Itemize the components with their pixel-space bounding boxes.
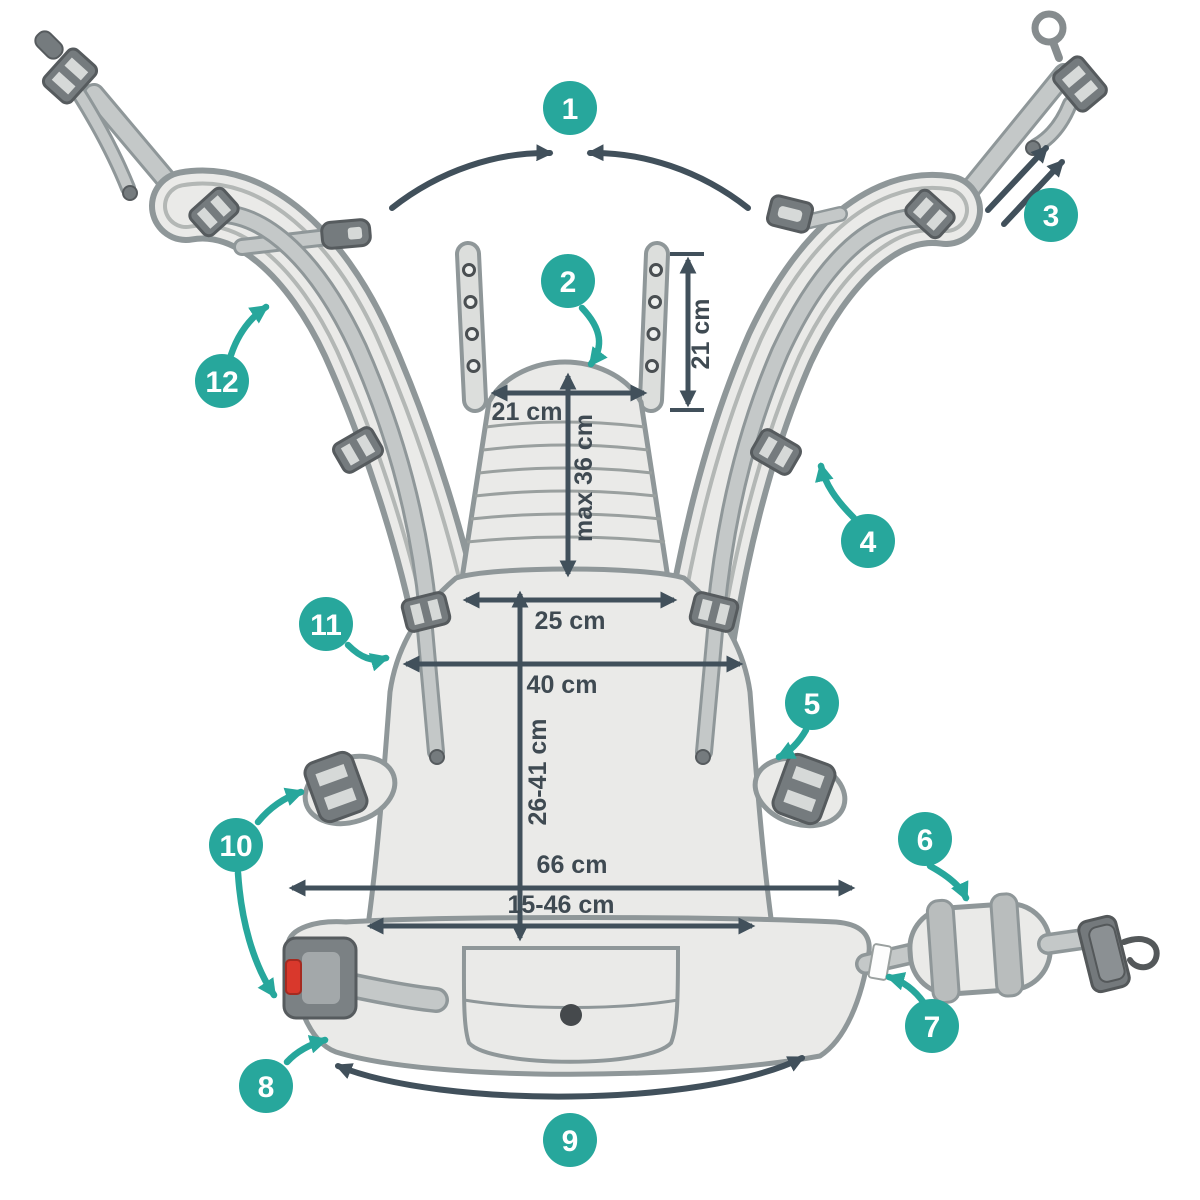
side-buckle-right	[771, 752, 837, 826]
callout-1-circle	[543, 81, 597, 135]
lumbar-extension	[855, 892, 1160, 1004]
callout-7-label: 7	[924, 1011, 941, 1044]
callout-1-label: 1	[562, 93, 579, 126]
dim-label-hood-top-width: 21 cm	[492, 398, 563, 426]
arrow-callout-4	[815, 462, 858, 522]
callout-12-label: 12	[205, 366, 238, 399]
dim-label-panel-width: 40 cm	[527, 671, 598, 699]
side-wing-right	[752, 752, 848, 829]
dim-label-waist-range: 15-46 cm	[507, 891, 614, 919]
waist-buckle	[282, 936, 449, 1020]
callout-5-circle	[785, 676, 839, 730]
snap-button	[466, 359, 481, 373]
left-strap-webbing	[200, 203, 445, 765]
callout-4-label: 4	[860, 526, 877, 559]
snap-button	[645, 359, 659, 373]
callout-3-label: 3	[1043, 200, 1060, 233]
arrow-callout-3-a	[985, 145, 1049, 213]
strap-end-cap	[695, 749, 711, 765]
arrow-callout-9	[334, 1055, 806, 1100]
callout-9-circle	[543, 1113, 597, 1167]
callout-8-circle	[239, 1059, 293, 1113]
chest-clip-right	[765, 194, 848, 234]
callout-7-circle	[905, 999, 959, 1053]
strap-end-cap	[429, 749, 445, 765]
dim-label-hood-height: max 36 cm	[570, 414, 598, 542]
arrow-callout-12	[227, 303, 270, 359]
callout-6-circle	[898, 812, 952, 866]
callout-9-label: 9	[562, 1125, 579, 1158]
arrow-callout-10-b	[234, 869, 278, 999]
callout-5-label: 5	[804, 688, 821, 721]
right-strap-webbing	[695, 207, 934, 765]
lumbar-pad	[907, 892, 1053, 1004]
callout-6-label: 6	[917, 824, 934, 857]
hood-strap-left	[455, 241, 488, 413]
strap-tip-fold	[34, 30, 64, 60]
callout-8-label: 8	[258, 1071, 275, 1104]
chest-buckle-male	[320, 218, 372, 250]
slate-annotation-arrows	[334, 144, 1065, 1100]
callout-2-circle	[541, 254, 595, 308]
callout-4-circle	[841, 514, 895, 568]
snap-button	[463, 295, 478, 309]
arrow-callout-8	[283, 1035, 329, 1066]
slider-buckle-top-right	[1052, 55, 1108, 113]
red-safety-button	[285, 959, 302, 995]
hood-strap-right	[638, 241, 670, 413]
dim-label-waist-length: 66 cm	[537, 851, 608, 879]
callout-11-label: 11	[310, 609, 342, 642]
arrow-callout-2	[578, 304, 608, 368]
arrow-callout-3-b	[1001, 159, 1065, 227]
teal-pointer-arrows	[227, 303, 970, 1066]
arrow-callout-6	[926, 862, 970, 902]
brand-tag	[867, 943, 893, 981]
chest-buckle-female	[765, 194, 815, 234]
side-buckle-left	[303, 750, 369, 824]
arrow-callout-1-left	[389, 144, 554, 211]
snap-button	[649, 263, 663, 277]
extension-hook	[1121, 936, 1160, 971]
side-wing-left	[302, 750, 398, 827]
dim-label-hood-strap-height: 21 cm	[687, 299, 715, 370]
extension-end-buckle	[1077, 914, 1131, 994]
strap-end-cap	[122, 185, 138, 201]
callout-10-circle	[209, 818, 263, 872]
callout-badges: 1 2 3 4 5 6 7 8 9 10 11 12	[195, 81, 1078, 1167]
slider-buckle-top-left	[41, 47, 99, 105]
snap-button	[646, 327, 661, 341]
callout-3-circle	[1024, 188, 1078, 242]
arrow-callout-7	[885, 972, 928, 1007]
snap-button	[462, 263, 476, 277]
snap-button	[465, 327, 479, 341]
callout-2-label: 2	[560, 266, 577, 299]
arrow-callout-10-a	[254, 787, 305, 826]
pocket-button	[560, 1004, 582, 1026]
dimension-arrows	[288, 252, 856, 942]
dim-label-panel-height: 26-41 cm	[524, 718, 552, 825]
belt-pocket	[461, 946, 681, 1064]
arrow-callout-1-right	[586, 144, 751, 211]
snap-button	[648, 295, 662, 309]
dim-label-seat-width: 25 cm	[535, 607, 606, 635]
arrow-callout-11	[344, 641, 390, 672]
callout-12-circle	[195, 354, 249, 408]
callout-10-label: 10	[219, 830, 252, 863]
callout-11-circle	[299, 597, 353, 651]
arrow-callout-5	[775, 726, 810, 761]
